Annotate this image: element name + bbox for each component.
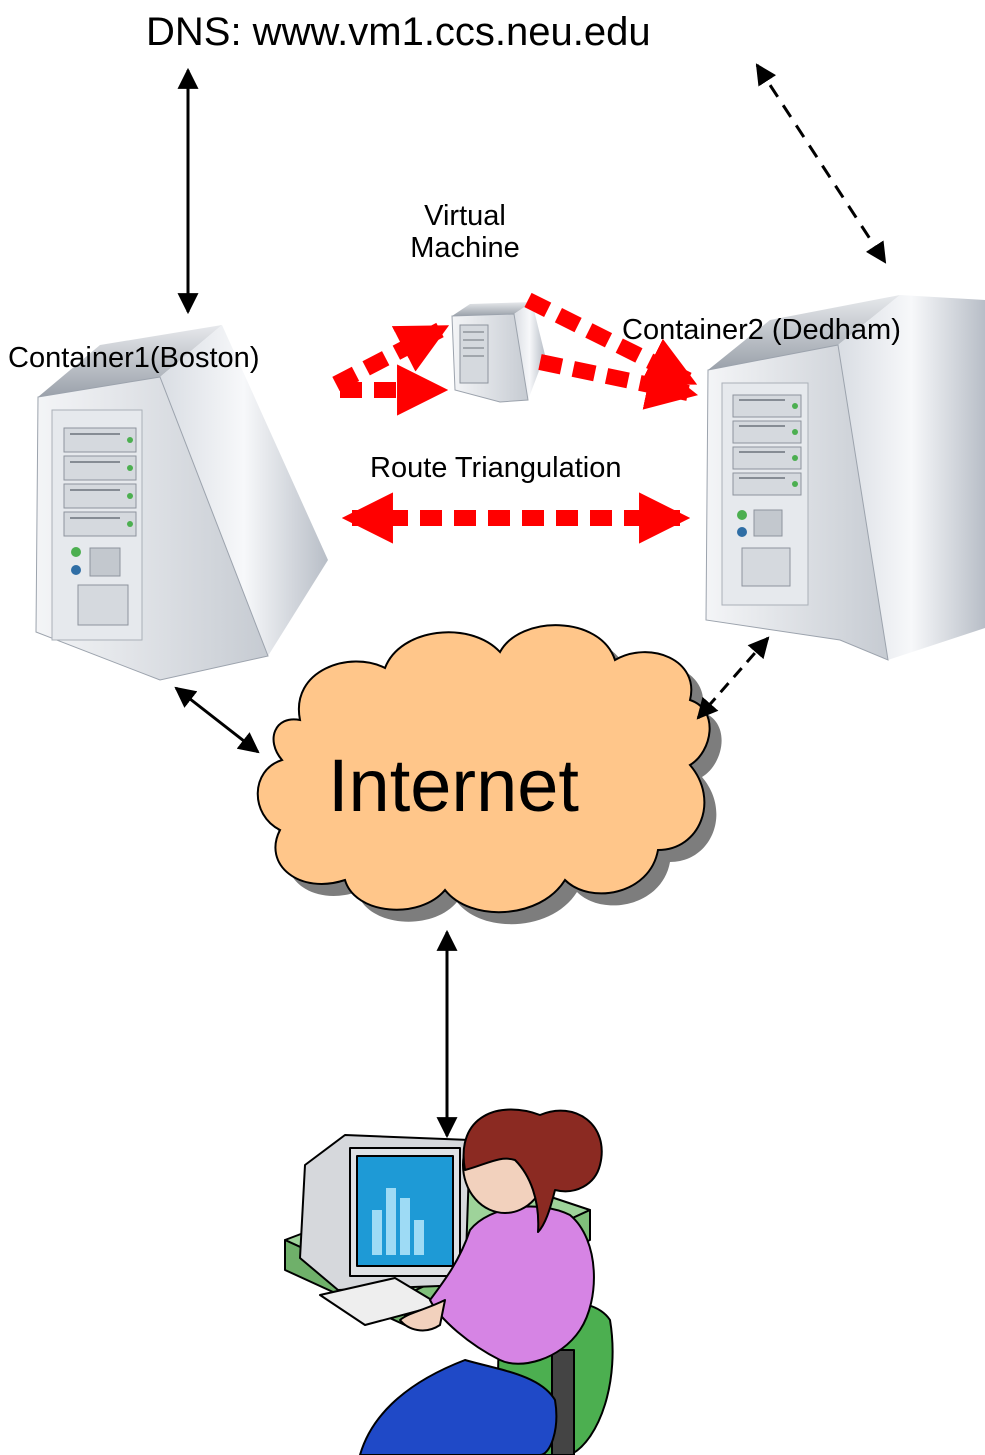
virtual-machine-label-line1: Virtual [424,200,506,232]
virtual-machine-label-line2: Machine [410,232,520,265]
route-triangulation-label: Route Triangulation [370,452,622,484]
internet-label: Internet [328,744,579,827]
container2-label: Container2 (Dedham) [622,314,901,346]
container1-internet-link [174,686,260,754]
server-icon [35,325,328,681]
vm-to-container2-lower-arrow [538,354,699,410]
server-icon [705,295,985,661]
user-at-computer-icon [284,1108,614,1455]
migration-arrows [332,292,699,544]
dns-container2-link [755,63,887,264]
container1-to-vm-upper-arrow [332,322,450,392]
virtual-machine-label: Virtual Machine [395,200,535,265]
cloud-icon [256,624,722,925]
container2-internet-link [696,636,770,720]
virtual-machine-icon [451,302,545,403]
dns-label: DNS: www.vm1.ccs.neu.edu [146,10,651,54]
container1-label: Container1(Boston) [8,342,260,374]
